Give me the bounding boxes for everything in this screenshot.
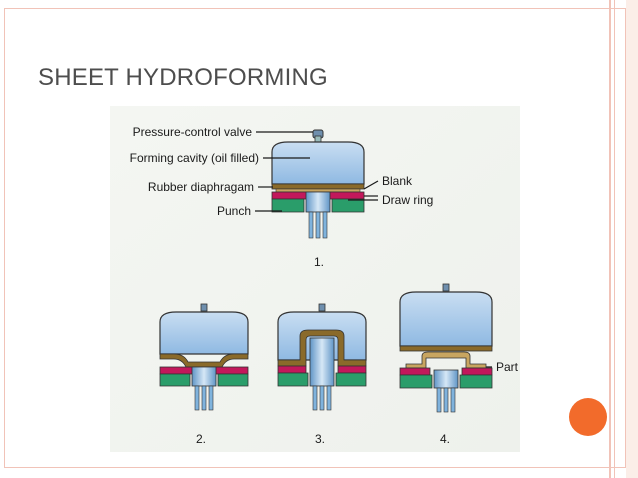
side-rail bbox=[609, 0, 611, 478]
label-forming-cavity: Forming cavity (oil filled) bbox=[130, 151, 259, 165]
pressure-control-valve bbox=[312, 129, 324, 143]
label-part: Part bbox=[496, 360, 519, 374]
label-pressure-control-valve: Pressure-control valve bbox=[133, 125, 253, 139]
blank bbox=[275, 188, 361, 193]
stage-4 bbox=[399, 283, 493, 413]
rubber-diaphragm bbox=[271, 183, 365, 190]
leader-lines bbox=[255, 131, 492, 368]
step-label-1: 1. bbox=[314, 255, 324, 269]
label-draw-ring: Draw ring bbox=[382, 193, 433, 207]
step-label-3: 3. bbox=[315, 432, 325, 446]
side-rail-thin bbox=[614, 0, 615, 478]
label-rubber-diaphragm: Rubber diaphragam bbox=[148, 180, 254, 194]
step-label-2: 2. bbox=[196, 432, 206, 446]
slide-title: SHEET HYDROFORMING bbox=[38, 64, 328, 91]
punch bbox=[305, 191, 331, 239]
forming-cavity bbox=[271, 141, 365, 185]
slide-border bbox=[4, 8, 626, 468]
base-plate bbox=[271, 198, 365, 213]
label-punch: Punch bbox=[217, 204, 251, 218]
hydroforming-diagram: Pressure-control valve Forming cavity (o… bbox=[110, 106, 520, 452]
stage-3 bbox=[277, 303, 367, 411]
stage-2 bbox=[159, 303, 249, 411]
accent-dot bbox=[569, 398, 607, 436]
step-label-4: 4. bbox=[440, 432, 450, 446]
side-band bbox=[626, 0, 638, 478]
label-blank: Blank bbox=[382, 174, 413, 188]
stage-1 bbox=[271, 129, 365, 239]
